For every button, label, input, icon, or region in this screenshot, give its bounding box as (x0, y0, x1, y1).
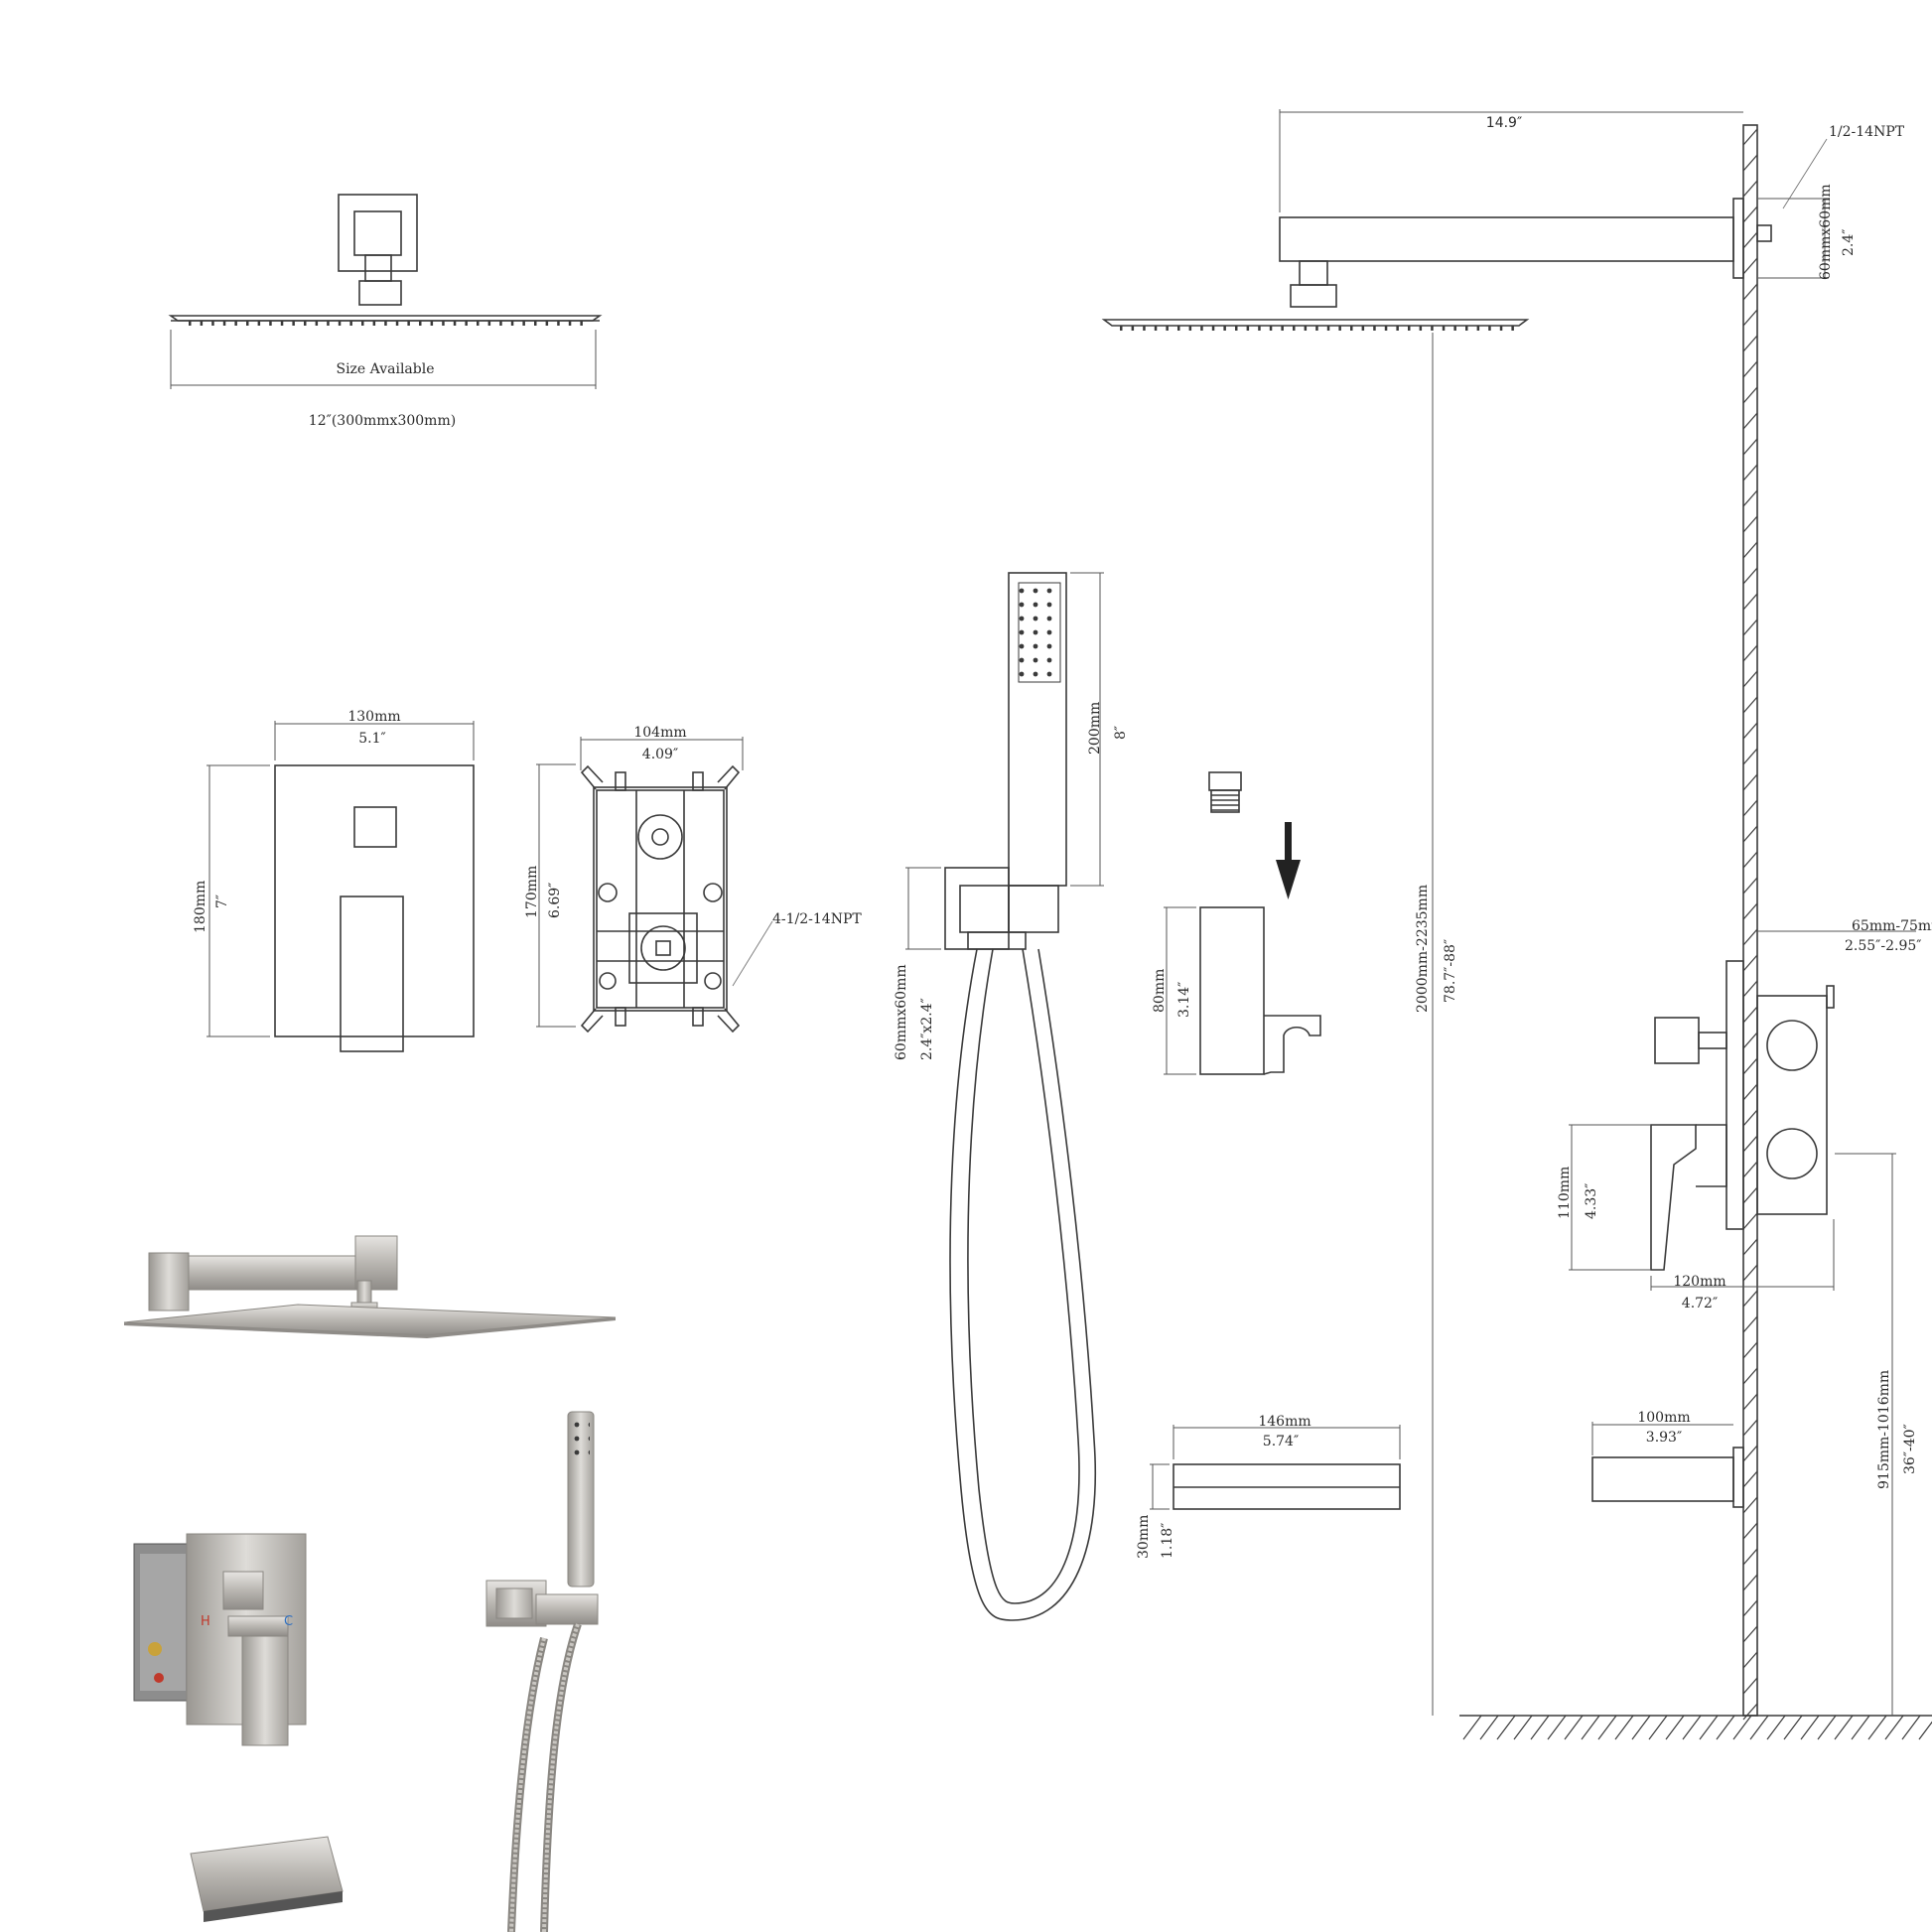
valve-body-drawing: 104mm 4.09″ 170mm 6.69″ 4-1/2-14NPT (524, 725, 862, 1034)
size-available-label: Size Available (336, 361, 434, 377)
valve-width-in: 4.72″ (1682, 1296, 1718, 1311)
rain-head-front-view: Size Available 12″(300mmx300mm) (168, 194, 603, 429)
valve-width-mm: 120mm (1673, 1274, 1725, 1290)
trim-width-mm: 130mm (347, 709, 400, 725)
bracket-size-in: 2.4″x2.4″ (919, 998, 935, 1060)
arm-thread-label: 1/2-14NPT (1829, 124, 1905, 140)
spout-length-mm: 100mm (1637, 1410, 1690, 1426)
holder-drawing: 80mm 3.14″ (1152, 771, 1321, 1075)
spout-height-mm: 915mm-1016mm (1876, 1370, 1892, 1489)
trim-height-in: 7″ (214, 895, 230, 908)
valve-body-width-mm: 104mm (633, 725, 686, 741)
hot-mark: H (201, 1614, 210, 1629)
valve-body-height-mm: 170mm (524, 866, 540, 918)
valve-ports-label: 4-1/2-14NPT (772, 911, 862, 927)
valve-body-width-in: 4.09″ (642, 747, 678, 762)
valve-trim-photo: H C (133, 1533, 307, 1746)
rain-head-photo (123, 1235, 617, 1338)
trim-width-in: 5.1″ (358, 731, 386, 747)
trim-plate-drawing: 130mm 5.1″ 180mm 7″ (193, 709, 475, 1052)
tub-spout-drawing: 146mm 5.74″ 30mm 1.18″ (1136, 1414, 1401, 1559)
holder-height-in: 3.14″ (1176, 982, 1192, 1018)
tub-spout-length-mm: 146mm (1258, 1414, 1311, 1430)
valve-depth-in: 2.55″-2.95″ (1845, 938, 1922, 954)
hand-shower-length-mm: 200mm (1087, 702, 1103, 755)
trim-height-mm: 180mm (193, 881, 208, 933)
valve-body-height-in: 6.69″ (547, 883, 563, 918)
holder-height-mm: 80mm (1152, 969, 1168, 1013)
flange-size-mm: 60mmx60mm (1818, 184, 1834, 280)
arm-length-label: 14.9″ (1486, 115, 1522, 131)
tub-spout-length-in: 5.74″ (1263, 1434, 1299, 1449)
rain-head-size: 12″(300mmx300mm) (309, 413, 456, 429)
tub-spout-height-mm: 30mm (1136, 1515, 1152, 1559)
shower-height-in: 78.7″-88″ (1443, 939, 1458, 1003)
valve-height-in: 4.33″ (1584, 1183, 1599, 1219)
valve-height-mm: 110mm (1557, 1167, 1573, 1219)
hand-shower-drawing: 200mm 8″ 60mmx60mm 2.4″x2.4″ (894, 572, 1129, 1621)
spout-height-in: 36″-40″ (1902, 1424, 1918, 1474)
flange-size-in: 2.4″ (1841, 229, 1857, 257)
valve-depth-mm: 65mm-75mm (1852, 918, 1932, 934)
shower-height-mm: 2000mm-2235mm (1415, 885, 1431, 1013)
wall-side-view: 14.9″ 1/2-14NPT 60mmx60mm 2.4″ 2000mm-22… (1101, 109, 1932, 1740)
tub-spout-height-in: 1.18″ (1160, 1523, 1175, 1559)
hand-shower-length-in: 8″ (1113, 726, 1129, 740)
spout-length-in: 3.93″ (1646, 1430, 1682, 1446)
cold-mark: C (284, 1614, 293, 1629)
hand-shower-photo (485, 1411, 599, 1932)
bracket-size-mm: 60mmx60mm (894, 964, 909, 1060)
tub-spout-photo (190, 1836, 344, 1922)
